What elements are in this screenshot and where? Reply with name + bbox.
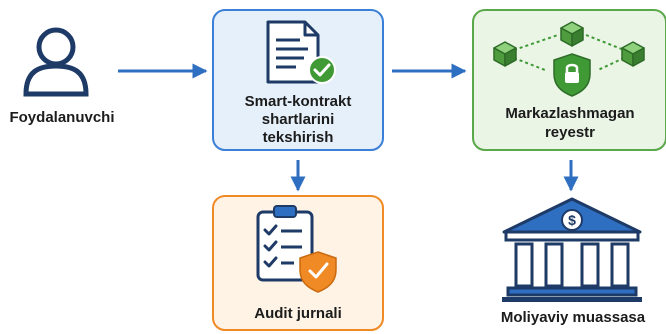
user-label: Foydalanuvchi — [9, 109, 114, 126]
audit-node: Audit jurnali — [212, 195, 384, 331]
blockchain-lock-icon — [493, 21, 645, 97]
smart-contract-label-line1: Smart-kontrakt — [245, 93, 352, 110]
arrows — [118, 63, 579, 192]
user-icon — [23, 27, 89, 97]
user-node: Foydalanuvchi — [9, 27, 115, 126]
smart-contract-label-line3: tekshirish — [263, 129, 334, 146]
document-check-icon — [266, 20, 336, 84]
ledger-label-line1: Markazlashmagan — [505, 105, 634, 122]
bank-node: $ Moliyaviy muassasa — [501, 197, 646, 326]
bank-label: Moliyaviy muassasa — [501, 309, 646, 326]
smart-contract-label-line2: shartlarini — [262, 111, 335, 128]
clipboard-shield-icon — [256, 205, 337, 293]
audit-label: Audit jurnali — [254, 305, 342, 322]
ledger-node: Markazlashmagan reyestr — [472, 9, 666, 151]
svg-text:$: $ — [568, 212, 576, 228]
smart-contract-node: Smart-kontrakt shartlarini tekshirish — [212, 9, 384, 151]
ledger-label-line2: reyestr — [545, 124, 595, 141]
bank-dollar-icon: $ — [502, 197, 642, 302]
